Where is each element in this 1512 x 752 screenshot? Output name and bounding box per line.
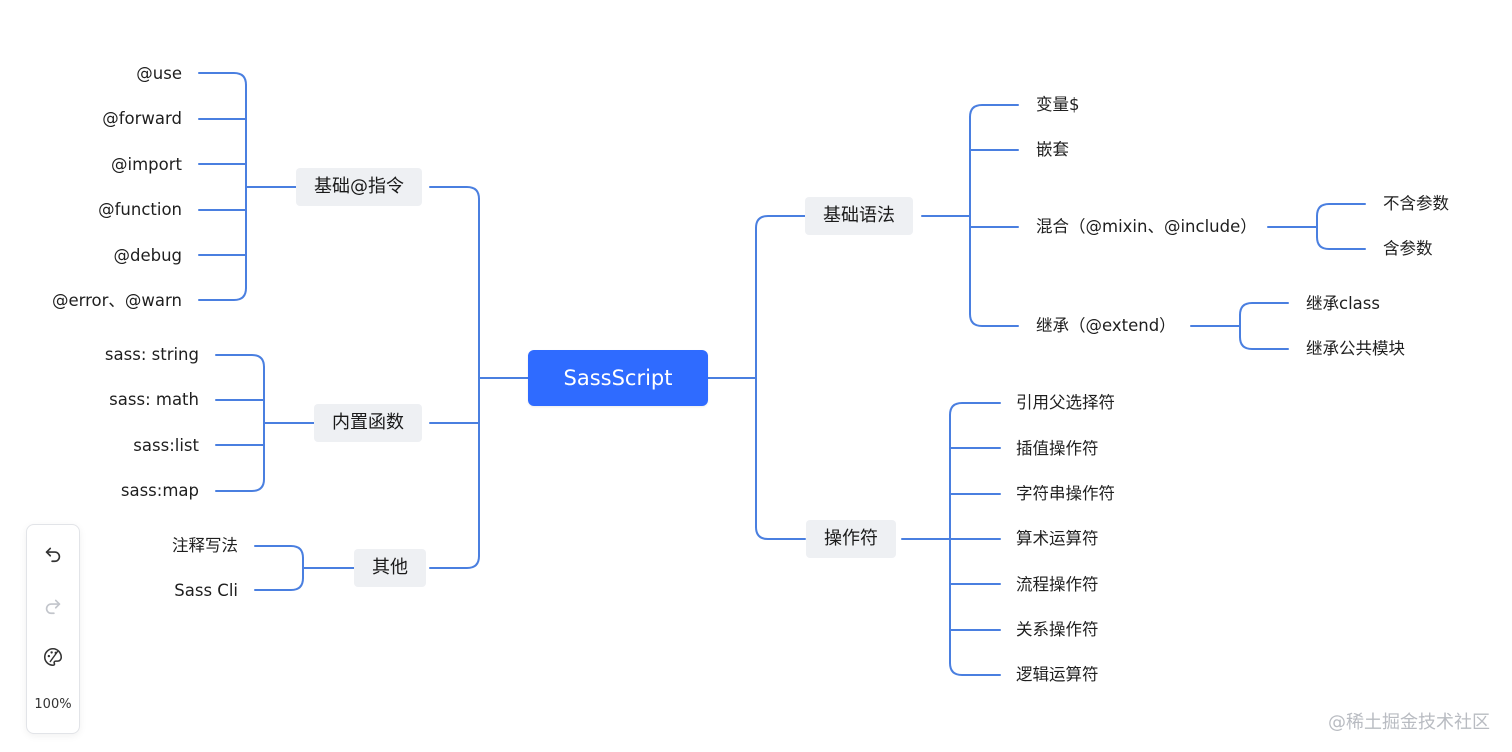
leaf-use[interactable]: @use [136,64,182,83]
leaf-extend-class[interactable]: 继承class [1306,294,1380,313]
connector-29 [969,104,1019,118]
leaf-mixin[interactable]: 混合（@mixin、@include） [1036,217,1257,236]
topic-basic-directives[interactable]: 基础@指令 [296,168,422,206]
root-node-label: SassScript [563,366,673,390]
theme-button[interactable] [33,637,73,677]
connector-26 [254,577,304,591]
leaf-sass-cli[interactable]: Sass Cli [174,581,238,600]
leaf-mixin-params[interactable]: 含参数 [1383,239,1433,258]
leaf-sass-math[interactable]: sass: math [109,390,199,409]
connector-40 [1239,336,1289,350]
leaf-nesting[interactable]: 嵌套 [1036,140,1069,159]
connector-16 [198,287,247,301]
redo-button[interactable] [33,585,73,625]
connector-36 [1316,236,1366,250]
connector-39 [1239,302,1289,316]
connector-4 [429,555,480,569]
zoom-level[interactable]: 100% [34,697,72,712]
leaf-logical[interactable]: 逻辑运算符 [1016,665,1099,684]
leaf-extend[interactable]: 继承（@extend） [1036,316,1176,335]
topic-others[interactable]: 其他 [354,549,426,587]
leaf-variables[interactable]: 变量$ [1036,95,1080,114]
leaf-parent-selector[interactable]: 引用父选择符 [1016,393,1115,412]
topic-builtin-functions[interactable]: 内置函数 [314,404,422,442]
leaf-import[interactable]: @import [111,155,182,174]
leaf-relational[interactable]: 关系操作符 [1016,620,1099,639]
connector-11 [198,72,247,86]
leaf-arithmetic[interactable]: 算术运算符 [1016,529,1099,548]
topic-operators[interactable]: 操作符 [806,520,896,558]
connector-2 [429,186,480,200]
connector-19 [215,354,265,368]
leaf-extend-module[interactable]: 继承公共模块 [1306,339,1405,358]
leaf-sass-string[interactable]: sass: string [104,345,199,364]
leaf-comments[interactable]: 注释写法 [172,536,238,555]
root-node[interactable]: SassScript [528,350,708,406]
leaf-sass-list[interactable]: sass:list [133,436,199,455]
connector-49 [949,662,1001,676]
leaf-forward[interactable]: @forward [102,109,182,128]
connector-8 [755,526,806,540]
leaf-interpolation[interactable]: 插值操作符 [1016,439,1099,458]
leaf-string-operator[interactable]: 字符串操作符 [1016,484,1115,503]
leaf-flow-operator[interactable]: 流程操作符 [1016,575,1099,594]
leaf-error-warn[interactable]: @error、@warn [51,291,182,310]
connector-25 [254,545,304,559]
connector-43 [949,402,1001,416]
undo-button[interactable] [33,533,73,573]
undo-icon [45,547,61,563]
leaf-debug[interactable]: @debug [113,246,182,265]
topic-basic-syntax[interactable]: 基础语法 [805,197,913,235]
connector-22 [215,478,265,492]
connector-32 [969,313,1019,327]
leaf-sass-map[interactable]: sass:map [120,481,199,500]
connector-35 [1316,203,1366,217]
leaf-mixin-no-params[interactable]: 不含参数 [1383,194,1449,213]
leaf-function[interactable]: @function [98,200,182,219]
connector-7 [755,215,806,229]
redo-icon [45,599,61,615]
canvas-toolbar: 100% [26,524,80,734]
palette-icon [44,647,63,667]
site-watermark: @稀土掘金技术社区 [1328,712,1490,733]
